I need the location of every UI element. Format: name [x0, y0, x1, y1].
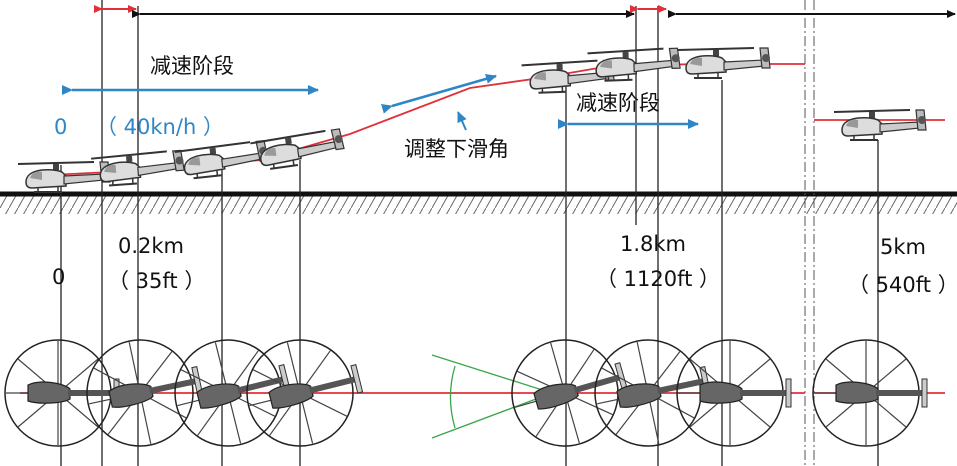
distance-km-3: 5km — [880, 235, 926, 259]
heli-top-icon — [676, 339, 792, 447]
distance-ft-3: （ 540ft ） — [848, 273, 957, 297]
decel-phase-label-1: 减速阶段 — [150, 54, 234, 78]
heli-side-icon — [833, 109, 927, 141]
distance-km-0: 0 — [52, 265, 65, 289]
turn-sector-arc — [449, 365, 456, 429]
heli-side-icon — [677, 47, 771, 79]
distance-ft-2: （ 1120ft ） — [596, 267, 720, 291]
glide-adjust-label: 调整下滑角 — [404, 137, 509, 161]
heli-side-icon — [17, 161, 111, 193]
speed-start-label: 0 — [54, 115, 67, 139]
pointer-arrow — [457, 111, 467, 131]
distance-km-1: 0.2km — [118, 234, 184, 258]
distance-ft-1: （ 35ft ） — [108, 269, 205, 293]
heli-top-icon — [812, 339, 928, 447]
ground-hatching — [0, 194, 957, 214]
distance-km-2: 1.8km — [620, 232, 686, 256]
speed-mid-label: （ 40kn/h ） — [96, 115, 224, 139]
glide-arrow — [381, 73, 497, 114]
heli-side-icon — [586, 47, 682, 83]
decel-phase-label-2: 减速阶段 — [576, 91, 660, 115]
